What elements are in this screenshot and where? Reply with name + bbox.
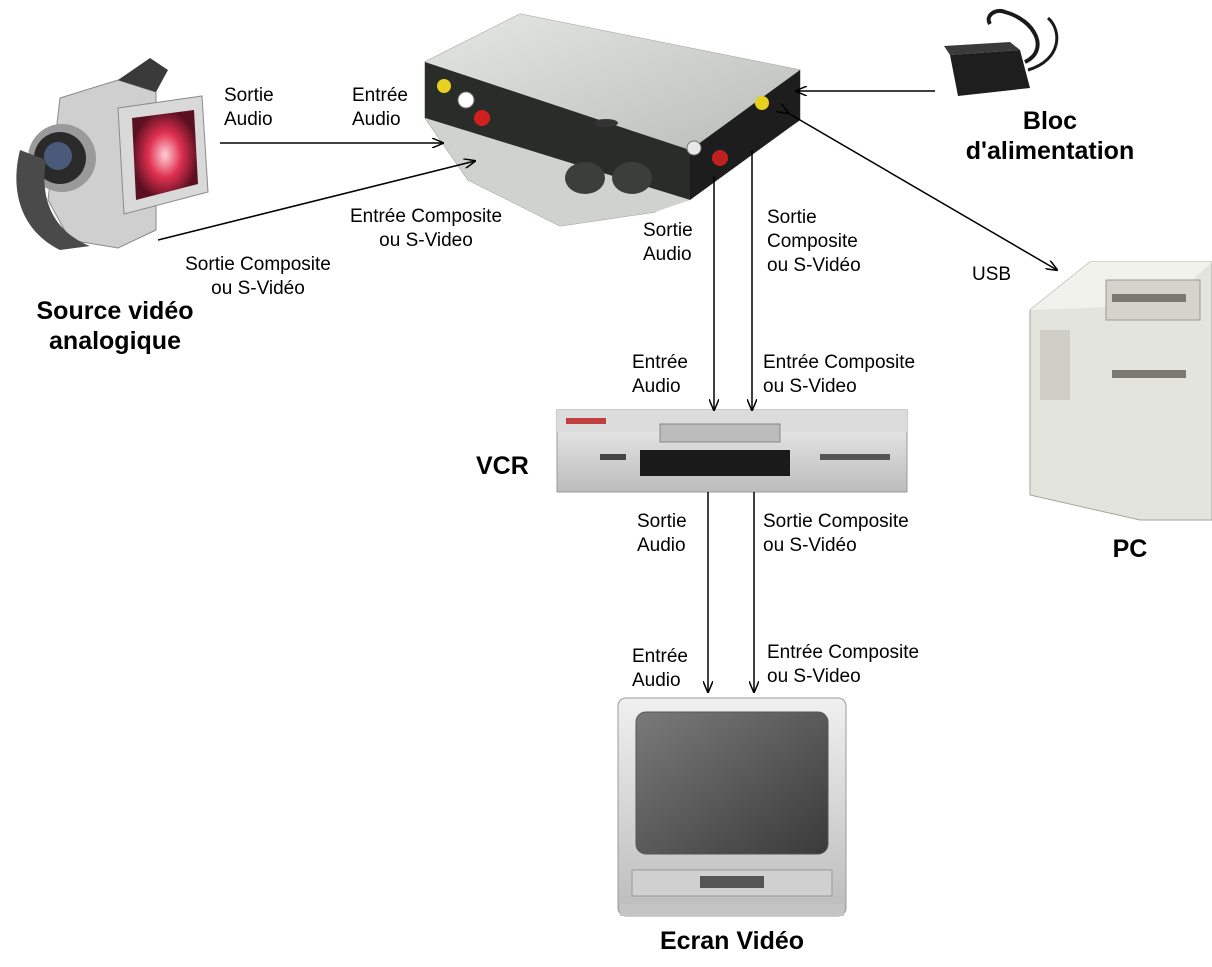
label-line: Sortie (224, 85, 274, 106)
capture-box-image (424, 13, 801, 227)
label-vcr-audio-out: Sortie Audio (637, 510, 687, 558)
label-line: Sortie Composite (185, 254, 331, 275)
label-box-audio-out: Sortie Audio (643, 219, 693, 267)
camcorder-label: Source vidéo analogique (0, 296, 230, 356)
vcr-image (556, 409, 908, 493)
label-line: Entrée (352, 85, 408, 106)
tv-image (617, 697, 847, 917)
label-box-audio-in: Entrée Audio (352, 84, 408, 132)
camcorder-image (16, 58, 209, 250)
tv-label: Ecran Vidéo (659, 927, 805, 955)
camcorder-label-line2: analogique (49, 327, 181, 355)
label-line: Entrée Composite (767, 642, 920, 663)
arrow-cam-composite-to-box (157, 161, 475, 241)
label-vcr-composite-out: Sortie Composite ou S-Vidéo (763, 510, 909, 558)
label-vcr-composite-in: Entrée Composite ou S-Video (763, 351, 915, 399)
power-supply-label-line2: d'alimentation (965, 137, 1135, 165)
label-tv-composite-in: Entrée Composite ou S-Video (767, 641, 919, 689)
label-line: Sortie (637, 511, 687, 532)
pc-tower-image (1029, 261, 1212, 521)
label-usb: USB (972, 264, 1012, 285)
label-line: Sortie (643, 220, 693, 241)
label-line: Audio (643, 244, 692, 265)
label-line: Audio (352, 109, 401, 130)
camcorder-label-line1: Source vidéo (36, 297, 194, 325)
label-line: Entrée (632, 646, 688, 667)
label-line: ou S-Video (767, 666, 861, 687)
connection-arrows (157, 91, 1057, 692)
label-box-composite-out: Sortie Composite ou S-Vidéo (767, 206, 861, 278)
label-box-composite-in: Entrée Composite ou S-Video (333, 205, 519, 253)
label-line: ou S-Video (379, 230, 473, 251)
label-cam-audio-out: Sortie Audio (224, 84, 274, 132)
label-cam-composite-out: Sortie Composite ou S-Vidéo (158, 253, 358, 301)
label-line: Entrée Composite (349, 206, 503, 227)
label-vcr-audio-in: Entrée Audio (632, 351, 688, 399)
label-line: Entrée Composite (763, 352, 916, 373)
label-line: Audio (632, 376, 681, 397)
label-line: ou S-Vidéo (767, 255, 861, 276)
label-line: Audio (637, 535, 686, 556)
label-line: Entrée (632, 352, 688, 373)
label-line: Audio (224, 109, 273, 130)
power-adapter-image (944, 9, 1059, 96)
label-tv-audio-in: Entrée Audio (632, 645, 688, 693)
label-line: Audio (632, 670, 681, 691)
label-line: Sortie Composite (763, 511, 909, 532)
label-line: ou S-Vidéo (211, 278, 305, 299)
power-supply-label: Bloc d'alimentation (930, 106, 1170, 166)
label-line: ou S-Video (763, 376, 857, 397)
power-supply-label-line1: Bloc (1022, 107, 1078, 135)
label-line: Composite (767, 231, 858, 252)
arrow-usb (788, 113, 1057, 270)
label-line: ou S-Vidéo (763, 535, 857, 556)
pc-label: PC (1112, 535, 1148, 563)
vcr-label: VCR (476, 452, 529, 480)
label-line: Sortie (767, 207, 817, 228)
